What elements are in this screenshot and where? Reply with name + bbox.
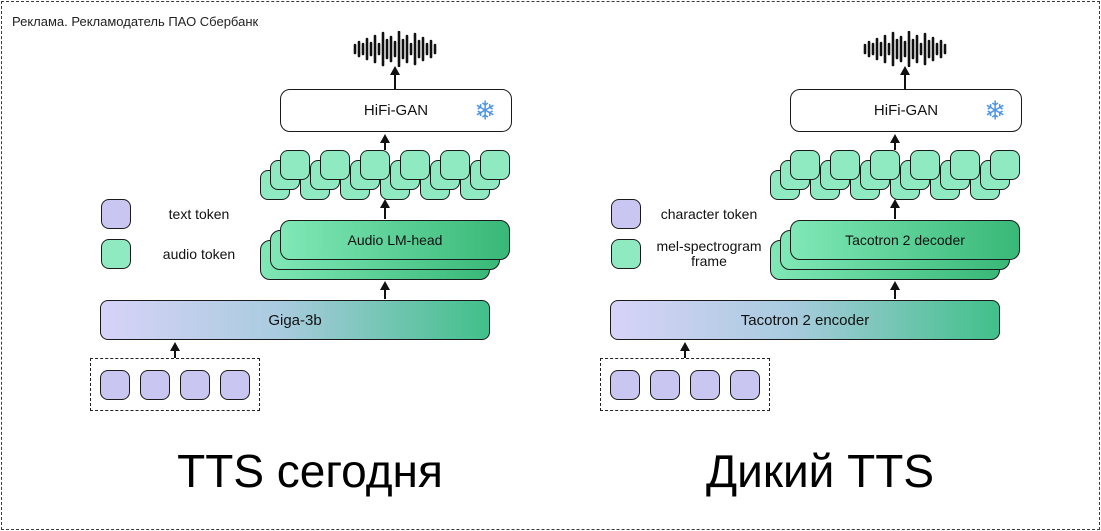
arrow-decoder-to-tokens	[890, 199, 900, 219]
input-tokens-box	[600, 358, 770, 411]
audio-token	[400, 150, 430, 180]
mel-spectrogram-frame	[830, 150, 860, 180]
arrow-encoder-to-decoder	[380, 281, 390, 299]
mel-spectrogram-frame	[910, 150, 940, 180]
vocoder-label: HiFi-GAN	[873, 102, 939, 119]
legend-swatch-mel-frame	[611, 239, 641, 269]
character-token	[690, 369, 720, 400]
mel-spectrogram-frame	[990, 150, 1020, 180]
mel-frame-row-front	[790, 150, 1020, 180]
encoder-label: Giga-3b	[268, 311, 322, 329]
mel-spectrogram-frame	[870, 150, 900, 180]
vocoder-label: HiFi-GAN	[363, 102, 429, 119]
arrow-tokens-to-vocoder	[380, 134, 390, 150]
arrow-encoder-to-decoder	[890, 281, 900, 299]
waveform-icon	[863, 31, 947, 67]
diagram-wild-tts: HiFi-GAN ❄ Tacotron 2 decoder Tacotron 2…	[510, 0, 1060, 531]
text-token	[140, 369, 170, 400]
decoder-box: Tacotron 2 decoder	[790, 220, 1020, 260]
waveform-icon	[353, 31, 437, 67]
audio-token	[480, 150, 510, 180]
audio-token	[280, 150, 310, 180]
diagram-title: Дикий TTS	[705, 445, 935, 497]
legend-swatch-text-token	[101, 199, 131, 229]
audio-token-row-front	[280, 150, 510, 180]
mel-spectrogram-frame	[950, 150, 980, 180]
character-token	[650, 369, 680, 400]
frozen-snowflake-icon: ❄	[474, 94, 496, 125]
arrow-vocoder-to-waveform	[900, 66, 910, 89]
arrow-input-to-encoder	[170, 342, 180, 358]
decoder-label: Audio LM-head	[347, 232, 443, 248]
text-token	[220, 369, 250, 400]
diagram-title: TTS сегодня	[177, 445, 443, 497]
arrow-vocoder-to-waveform	[390, 66, 400, 89]
audio-token	[440, 150, 470, 180]
audio-token	[320, 150, 350, 180]
character-token	[610, 369, 640, 400]
legend-swatch-audio-token	[101, 239, 131, 269]
audio-token	[360, 150, 390, 180]
encoder-box: Tacotron 2 encoder	[610, 300, 1000, 340]
mel-spectrogram-frame	[790, 150, 820, 180]
legend-label: mel-spectrogram frame	[656, 238, 762, 269]
legend-label: audio token	[162, 245, 236, 262]
decoder-label: Tacotron 2 decoder	[845, 232, 965, 248]
arrow-tokens-to-vocoder	[890, 134, 900, 150]
ad-disclaimer-label: Реклама. Рекламодатель ПАО Сбербанк	[12, 14, 259, 29]
legend-label: text token	[168, 205, 230, 222]
encoder-label: Tacotron 2 encoder	[740, 311, 870, 329]
legend-swatch-character-token	[611, 199, 641, 229]
character-token	[730, 369, 760, 400]
diagram-tts-today: HiFi-GAN ❄ Audio LM-head Giga-3b text to…	[0, 0, 550, 531]
text-token	[180, 369, 210, 400]
decoder-box: Audio LM-head	[280, 220, 510, 260]
frozen-snowflake-icon: ❄	[984, 94, 1006, 125]
encoder-box: Giga-3b	[100, 300, 490, 340]
vocoder-box: HiFi-GAN ❄	[790, 89, 1022, 132]
vocoder-box: HiFi-GAN ❄	[280, 89, 512, 132]
arrow-decoder-to-tokens	[380, 199, 390, 219]
arrow-input-to-encoder	[680, 342, 690, 358]
text-token	[100, 369, 130, 400]
legend-label: character token	[660, 205, 758, 222]
input-tokens-box	[90, 358, 260, 411]
